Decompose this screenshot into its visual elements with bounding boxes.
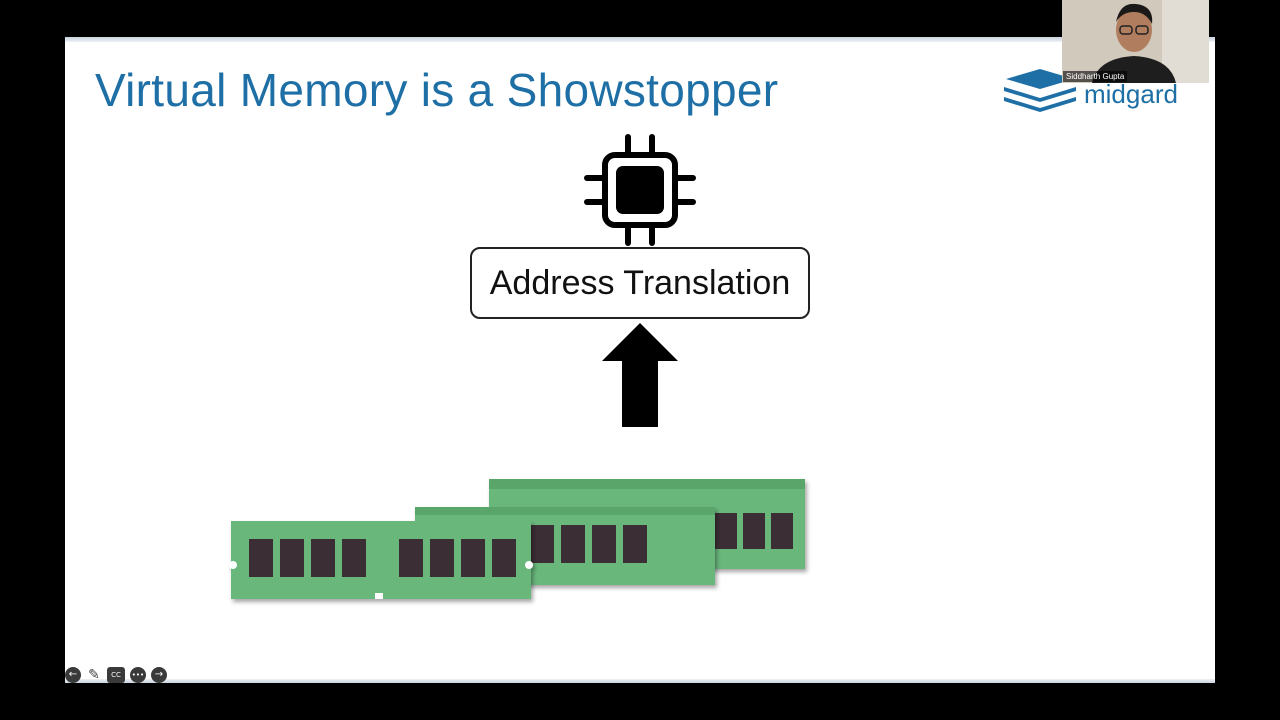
address-translation-label: Address Translation — [489, 263, 791, 302]
stack-logo-icon — [1004, 69, 1076, 112]
pen-tool-button[interactable]: ✎ — [86, 667, 102, 683]
previous-slide-button[interactable]: ← — [65, 667, 81, 683]
up-arrow-icon — [602, 323, 678, 427]
presenter-video-tile[interactable]: Siddharth Gupta — [1062, 0, 1209, 83]
captions-icon: CC — [111, 671, 121, 679]
cpu-chip-icon — [584, 134, 696, 246]
ram-module-front — [229, 521, 533, 599]
arrow-right-icon: → — [154, 669, 164, 680]
slide: Virtual Memory is a Showstopper midgard … — [65, 37, 1215, 683]
ram-modules-icon — [229, 479, 805, 599]
slide-bottom-border — [65, 679, 1215, 683]
midgard-logo: midgard — [1002, 65, 1202, 120]
more-options-button[interactable]: ••• — [130, 667, 146, 683]
slide-title: Virtual Memory is a Showstopper — [95, 64, 779, 116]
next-slide-button[interactable]: → — [151, 667, 167, 683]
presentation-controls: ← ✎ CC ••• → — [65, 666, 167, 684]
more-icon: ••• — [131, 671, 145, 679]
address-translation-box: Address Translation — [470, 247, 810, 319]
logo-text: midgard — [1084, 79, 1178, 109]
captions-button[interactable]: CC — [107, 667, 125, 683]
pen-icon: ✎ — [88, 667, 100, 683]
slide-top-border — [65, 37, 1215, 42]
arrow-left-icon: ← — [68, 669, 78, 680]
presenter-name: Siddharth Gupta — [1063, 71, 1128, 82]
